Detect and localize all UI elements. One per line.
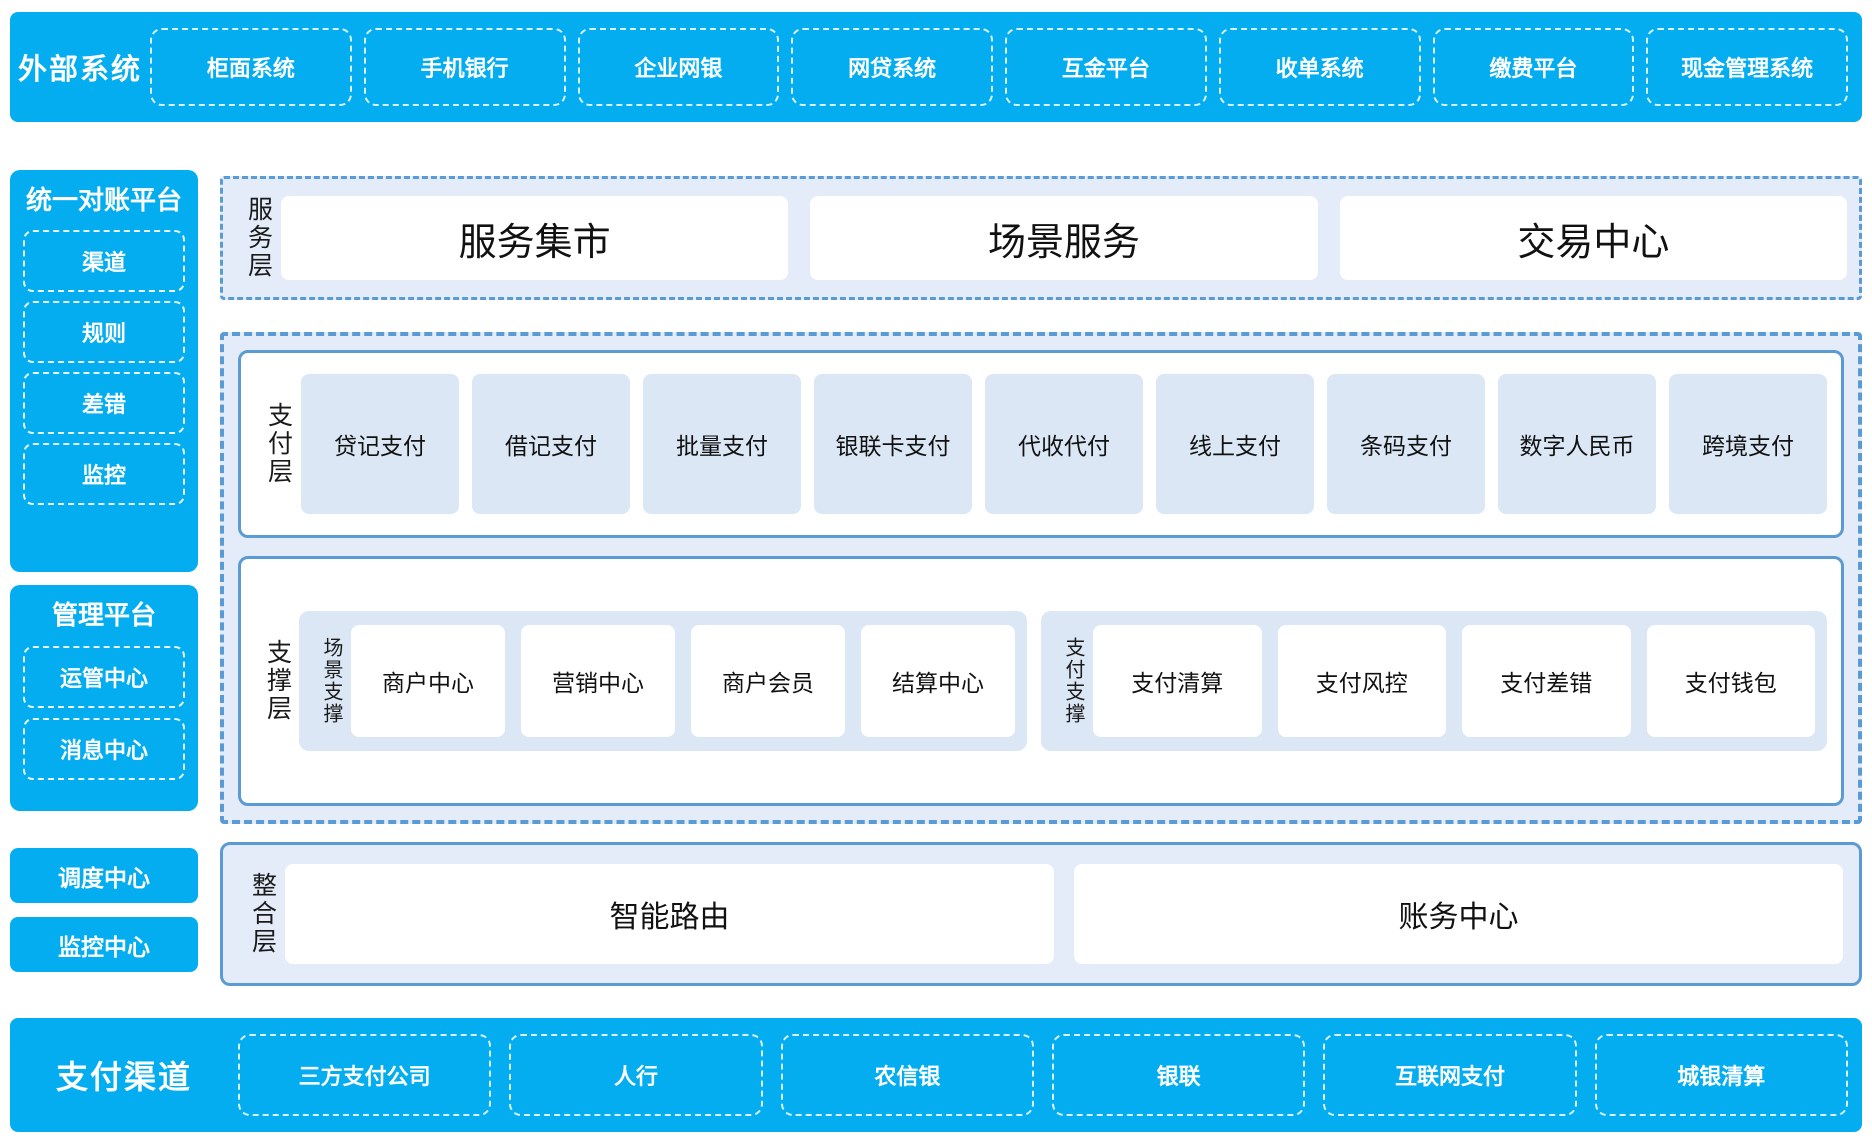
support-card-payment-error[interactable]: 支付差错 (1462, 625, 1631, 737)
sidebar-item-message-center[interactable]: 消息中心 (23, 718, 185, 780)
sidebar-item-error[interactable]: 差错 (23, 372, 185, 434)
sidebar-item-operations-center[interactable]: 运管中心 (23, 646, 185, 708)
payment-layer-panel: 支付层 贷记支付 借记支付 批量支付 银联卡支付 代收代付 线上支付 条码支付 … (238, 350, 1844, 538)
integration-card-smart-routing[interactable]: 智能路由 (285, 864, 1054, 964)
sidebar-management-title: 管理平台 (51, 600, 156, 630)
payment-card-credit[interactable]: 贷记支付 (301, 374, 459, 514)
payment-card-digital-rmb[interactable]: 数字人民币 (1498, 374, 1656, 514)
payment-card-crossborder[interactable]: 跨境支付 (1669, 374, 1827, 514)
payment-channel-chip[interactable]: 城银清算 (1594, 1034, 1848, 1116)
payment-card-unionpay[interactable]: 银联卡支付 (814, 374, 972, 514)
support-card-payment-wallet[interactable]: 支付钱包 (1646, 625, 1815, 737)
external-system-chip[interactable]: 柜面系统 (150, 28, 352, 106)
support-group-scenario-label: 场景支撑 (320, 637, 342, 725)
external-system-chip[interactable]: 收单系统 (1218, 28, 1421, 106)
service-card-scenario[interactable]: 场景服务 (810, 196, 1318, 280)
payment-channels-band: 支付渠道 三方支付公司 人行 农信银 银联 互联网支付 城银清算 (10, 1018, 1862, 1132)
payment-card-batch[interactable]: 批量支付 (643, 374, 801, 514)
external-systems-band: 外部系统 柜面系统 手机银行 企业网银 网贷系统 互金平台 收单系统 缴费平台 … (10, 12, 1862, 122)
support-card-settlement-center[interactable]: 结算中心 (861, 625, 1015, 737)
service-card-transaction[interactable]: 交易中心 (1339, 196, 1847, 280)
external-system-chip[interactable]: 网贷系统 (791, 28, 993, 106)
sidebar-item-monitoring-center[interactable]: 监控中心 (10, 917, 198, 972)
support-group-payment-label: 支付支撑 (1062, 637, 1084, 725)
payment-channel-chip[interactable]: 农信银 (780, 1034, 1034, 1116)
sidebar-management-platform: 管理平台 运管中心 消息中心 (10, 585, 198, 811)
support-card-merchant-member[interactable]: 商户会员 (691, 625, 845, 737)
payment-channel-chip[interactable]: 三方支付公司 (238, 1034, 492, 1116)
service-card-market[interactable]: 服务集市 (281, 196, 789, 280)
sidebar-item-scheduling-center[interactable]: 调度中心 (10, 848, 198, 903)
support-layer-panel: 支撑层 场景支撑 商户中心 营销中心 商户会员 结算中心 支付支撑 支付清算 支… (238, 556, 1844, 806)
integration-layer-panel: 整合层 智能路由 账务中心 (220, 842, 1862, 986)
payment-card-online[interactable]: 线上支付 (1156, 374, 1314, 514)
support-card-merchant-center[interactable]: 商户中心 (351, 625, 505, 737)
payment-channel-chip[interactable]: 互联网支付 (1323, 1034, 1577, 1116)
external-system-chip[interactable]: 互金平台 (1005, 28, 1207, 106)
payment-card-debit[interactable]: 借记支付 (472, 374, 630, 514)
payment-channel-chip[interactable]: 人行 (509, 1034, 763, 1116)
support-card-payment-clearing[interactable]: 支付清算 (1093, 625, 1262, 737)
sidebar-item-monitor[interactable]: 监控 (23, 443, 185, 505)
payment-channels-title: 支付渠道 (55, 1059, 192, 1095)
support-card-marketing-center[interactable]: 营销中心 (521, 625, 675, 737)
sidebar-item-rule[interactable]: 规则 (23, 301, 185, 363)
sidebar-reconciliation-title: 统一对账平台 (25, 185, 182, 215)
external-system-chip[interactable]: 现金管理系统 (1646, 28, 1848, 106)
support-card-payment-riskcontrol[interactable]: 支付风控 (1277, 625, 1446, 737)
external-systems-title: 外部系统 (17, 54, 142, 86)
integration-card-accounting-center[interactable]: 账务中心 (1074, 864, 1843, 964)
service-layer-container: 服务层 服务集市 场景服务 交易中心 (220, 176, 1862, 300)
integration-layer-label: 整合层 (248, 872, 277, 956)
sidebar-reconciliation-platform: 统一对账平台 渠道 规则 差错 监控 (10, 170, 198, 572)
support-group-payment: 支付支撑 支付清算 支付风控 支付差错 支付钱包 (1041, 611, 1827, 751)
service-layer-label: 服务层 (244, 196, 273, 280)
support-group-scenario: 场景支撑 商户中心 营销中心 商户会员 结算中心 (299, 611, 1027, 751)
external-system-chip[interactable]: 手机银行 (363, 28, 566, 106)
payment-channel-chip[interactable]: 银联 (1051, 1034, 1306, 1116)
external-system-chip[interactable]: 企业网银 (577, 28, 780, 106)
payment-card-barcode[interactable]: 条码支付 (1327, 374, 1485, 514)
external-system-chip[interactable]: 缴费平台 (1432, 28, 1635, 106)
payment-layer-label: 支付层 (264, 402, 293, 486)
support-layer-label: 支撑层 (263, 639, 292, 723)
sidebar-item-channel[interactable]: 渠道 (23, 230, 185, 292)
payment-card-collection[interactable]: 代收代付 (985, 374, 1143, 514)
